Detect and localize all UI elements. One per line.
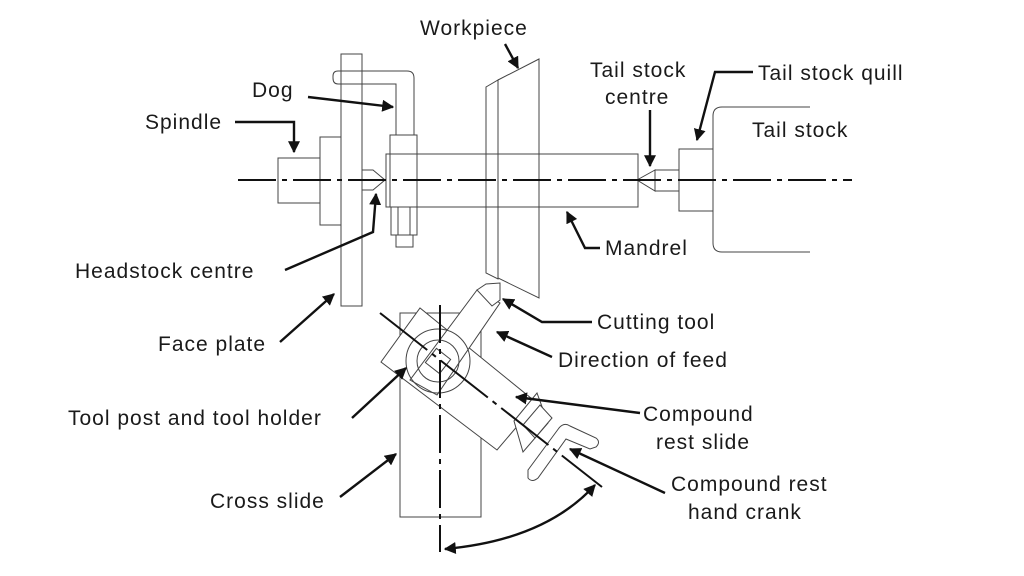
label-compound-rest-slide-2: rest slide bbox=[656, 431, 750, 454]
label-dog: Dog bbox=[252, 79, 294, 102]
direction-of-feed-arrow bbox=[495, 330, 553, 359]
dog-clamp bbox=[389, 134, 418, 208]
label-cutting-tool: Cutting tool bbox=[597, 311, 715, 334]
dog-arm bbox=[332, 70, 415, 135]
label-cross-slide: Cross slide bbox=[210, 490, 325, 513]
headstock-centre-arrow bbox=[284, 192, 382, 272]
face-plate-arrow bbox=[279, 293, 335, 343]
hand-crank-arrow bbox=[568, 447, 666, 495]
label-hand-crank: Compound rest bbox=[671, 473, 828, 496]
label-tail-stock-quill: Tail stock quill bbox=[758, 62, 904, 85]
label-tool-post: Tool post and tool holder bbox=[68, 407, 322, 430]
dog-arrow bbox=[307, 95, 395, 112]
tool-post-square bbox=[424, 347, 452, 375]
label-tail-stock-centre-2: centre bbox=[605, 86, 669, 109]
label-direction-of-feed: Direction of feed bbox=[558, 349, 728, 372]
dog-bolt-tip bbox=[395, 234, 414, 248]
tool-post-inner bbox=[416, 339, 460, 383]
label-spindle: Spindle bbox=[145, 111, 222, 134]
dog-bolt bbox=[390, 206, 418, 236]
label-tail-stock-centre: Tail stock bbox=[590, 59, 686, 82]
workpiece-arrow bbox=[503, 43, 520, 70]
tool-post-outer bbox=[405, 328, 471, 394]
label-compound-rest-slide: Compound bbox=[643, 403, 754, 426]
mandrel-arrow bbox=[565, 210, 600, 250]
cutting-tool bbox=[476, 282, 501, 307]
label-tail-stock: Tail stock bbox=[752, 119, 848, 142]
compound-axis bbox=[379, 312, 603, 488]
cutting-tool-arrow bbox=[501, 297, 592, 324]
angle-arrow bbox=[443, 484, 596, 555]
workpiece bbox=[497, 58, 540, 299]
label-hand-crank-2: hand crank bbox=[688, 501, 802, 524]
label-face-plate: Face plate bbox=[158, 333, 266, 356]
tail-stock-quill-arrow bbox=[693, 70, 753, 142]
compound-rest-slide-arrow bbox=[514, 392, 641, 415]
spindle-arrow bbox=[235, 120, 300, 154]
label-workpiece: Workpiece bbox=[420, 17, 528, 40]
cross-slide-arrow bbox=[339, 453, 397, 498]
label-mandrel: Mandrel bbox=[605, 237, 688, 260]
label-headstock-centre: Headstock centre bbox=[75, 260, 254, 283]
hand-crank bbox=[527, 423, 599, 481]
tool-post-arrow bbox=[351, 367, 407, 419]
